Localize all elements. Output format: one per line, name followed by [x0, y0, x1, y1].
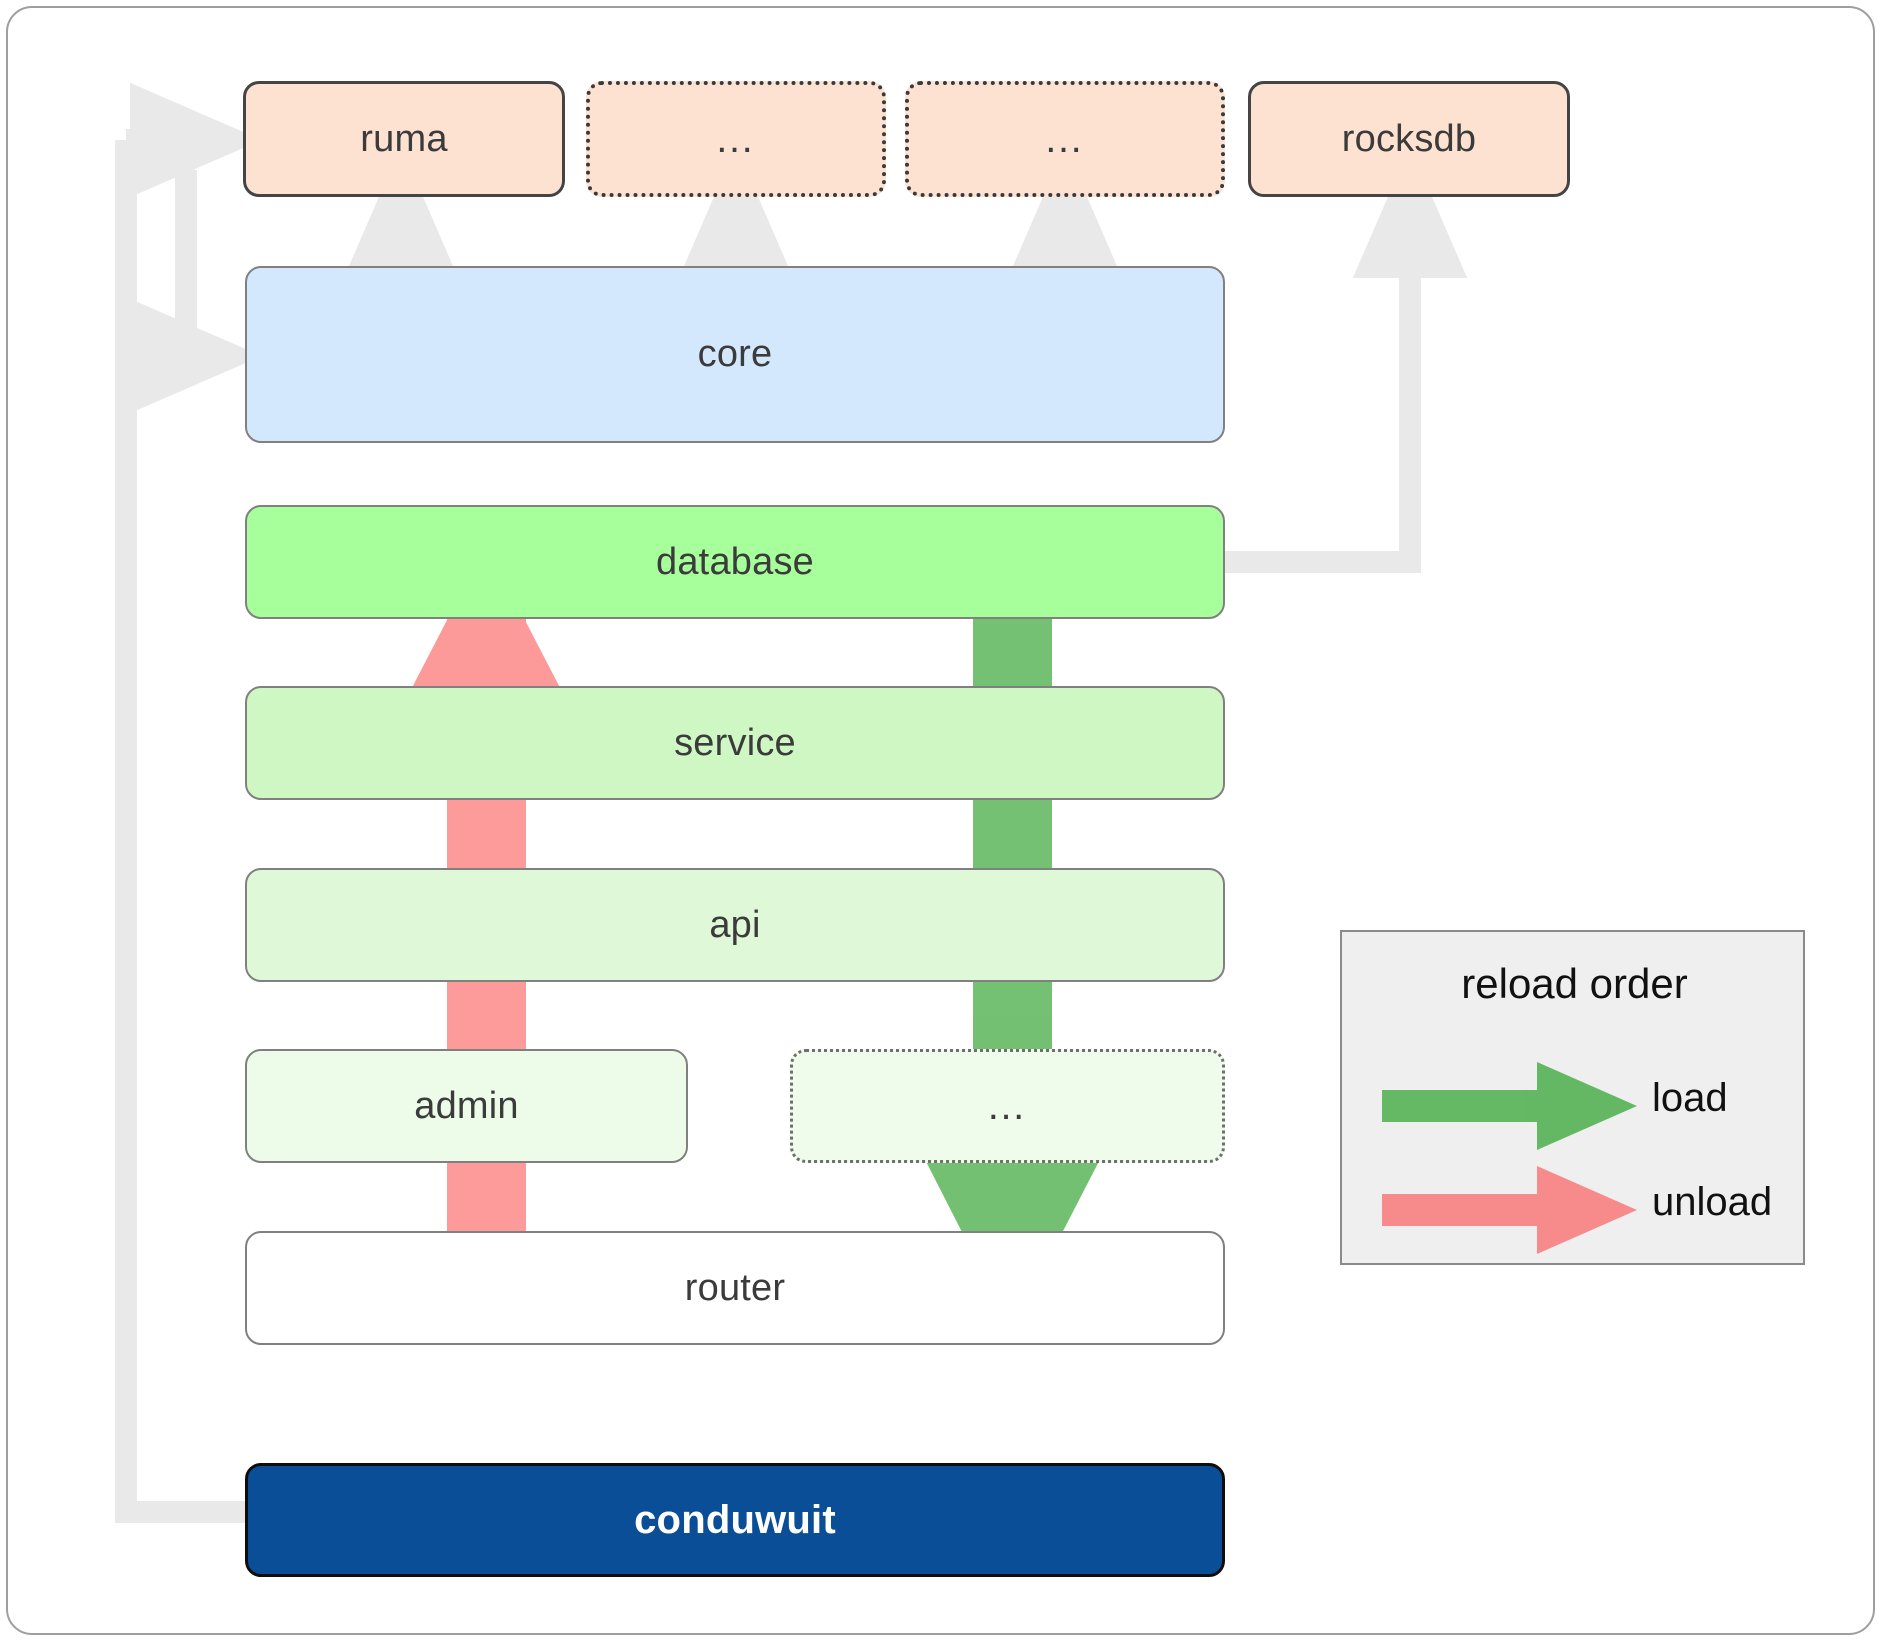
node-dependency-placeholder-2[interactable]: …	[905, 81, 1225, 197]
node-dependency-placeholder-2-label: …	[1043, 117, 1087, 161]
node-conduwuit[interactable]: conduwuit	[245, 1463, 1225, 1577]
node-admin[interactable]: admin	[245, 1049, 688, 1163]
legend-entry-unload: unload	[1342, 1164, 1807, 1254]
node-database[interactable]: database	[245, 505, 1225, 619]
node-router[interactable]: router	[245, 1231, 1225, 1345]
wire-conduwuit-trunk	[115, 140, 245, 1523]
node-service-label: service	[674, 721, 796, 764]
legend-panel: reload order load unload	[1340, 930, 1805, 1265]
node-core-label: core	[697, 333, 773, 375]
node-ruma-label: ruma	[360, 117, 448, 160]
node-layer-placeholder[interactable]: …	[790, 1049, 1225, 1163]
node-conduwuit-label: conduwuit	[634, 1497, 836, 1542]
legend-entry-load: load	[1342, 1060, 1807, 1150]
node-api-label: api	[709, 903, 761, 946]
node-api[interactable]: api	[245, 868, 1225, 982]
wire-conduwuit-to-core	[130, 170, 262, 414]
node-database-label: database	[656, 540, 814, 583]
node-layer-placeholder-label: …	[986, 1084, 1029, 1128]
node-admin-label: admin	[414, 1084, 519, 1127]
node-dependency-placeholder-1-label: …	[714, 117, 758, 161]
legend-load-arrow-icon	[1382, 1062, 1637, 1150]
node-service[interactable]: service	[245, 686, 1225, 800]
node-rocksdb[interactable]: rocksdb	[1248, 81, 1570, 197]
node-dependency-placeholder-1[interactable]: …	[586, 81, 886, 197]
wire-database-to-rocksdb	[1225, 146, 1468, 573]
legend-unload-label: unload	[1652, 1180, 1773, 1224]
legend-unload-arrow-icon	[1382, 1166, 1637, 1254]
node-rocksdb-label: rocksdb	[1341, 117, 1477, 160]
node-ruma[interactable]: ruma	[243, 81, 565, 197]
node-router-label: router	[684, 1266, 786, 1309]
legend-load-label: load	[1652, 1076, 1728, 1120]
legend-title: reload order	[1461, 960, 1688, 1007]
node-core[interactable]: core	[245, 266, 1225, 443]
